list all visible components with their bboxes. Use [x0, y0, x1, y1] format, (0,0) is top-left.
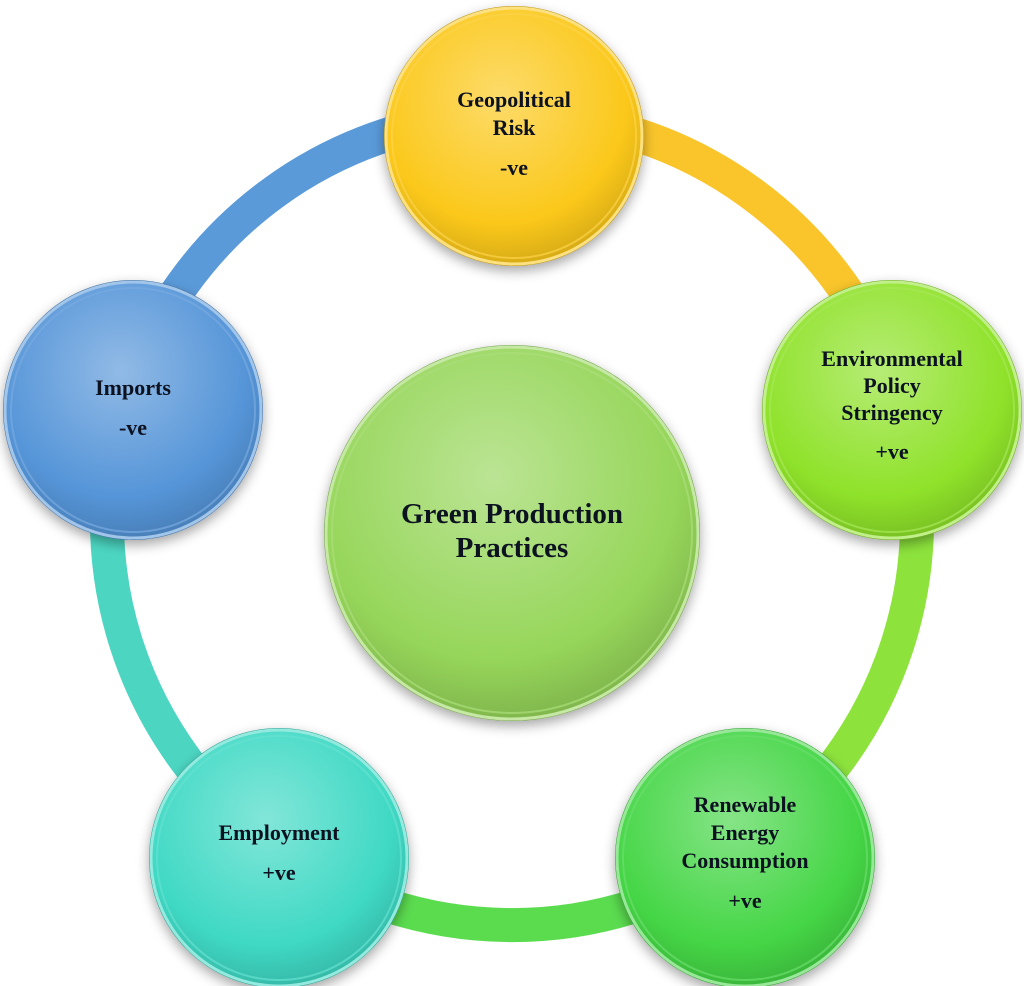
center-circle-disc — [324, 345, 700, 721]
node-environmental-policy-stringency-inner-ring — [769, 287, 1015, 533]
node-label-line: Geopolitical — [457, 87, 571, 112]
node-renewable-energy-consumption-inner-ring — [622, 735, 868, 981]
node-imports: Imports -ve — [3, 280, 263, 540]
node-employment-disc — [149, 728, 409, 986]
center-label-line: Practices — [456, 532, 569, 564]
node-label-line: Renewable — [694, 792, 797, 817]
node-geopolitical-risk-disc — [384, 6, 644, 266]
node-label-line: Employment — [219, 820, 341, 845]
node-employment-inner-ring — [156, 735, 402, 981]
node-imports-disc — [3, 280, 263, 540]
node-label-line: Energy — [711, 820, 779, 845]
node-effect-label: +ve — [875, 439, 909, 464]
node-label-line: Environmental — [821, 346, 962, 371]
node-label-line: Consumption — [681, 848, 808, 873]
node-effect-label: -ve — [119, 415, 147, 440]
node-geopolitical-risk-inner-ring — [391, 13, 637, 259]
node-environmental-policy-stringency-disc — [762, 280, 1022, 540]
center-circle-inner-ring — [331, 352, 693, 714]
node-label-line: Policy — [863, 373, 920, 398]
node-employment: Employment +ve — [149, 728, 409, 986]
node-effect-label: +ve — [262, 860, 296, 885]
node-effect-label: +ve — [728, 888, 762, 913]
node-renewable-energy-consumption-disc — [615, 728, 875, 986]
node-imports-inner-ring — [10, 287, 256, 533]
node-label-line: Imports — [95, 375, 171, 400]
outer-nodes: GeopoliticalRisk-veEnvironmentalPolicySt… — [3, 6, 1022, 986]
node-effect-label: -ve — [500, 155, 528, 180]
node-label-line: Stringency — [841, 400, 942, 425]
center-label-line: Green Production — [401, 498, 623, 530]
node-label-line: Risk — [493, 115, 537, 140]
